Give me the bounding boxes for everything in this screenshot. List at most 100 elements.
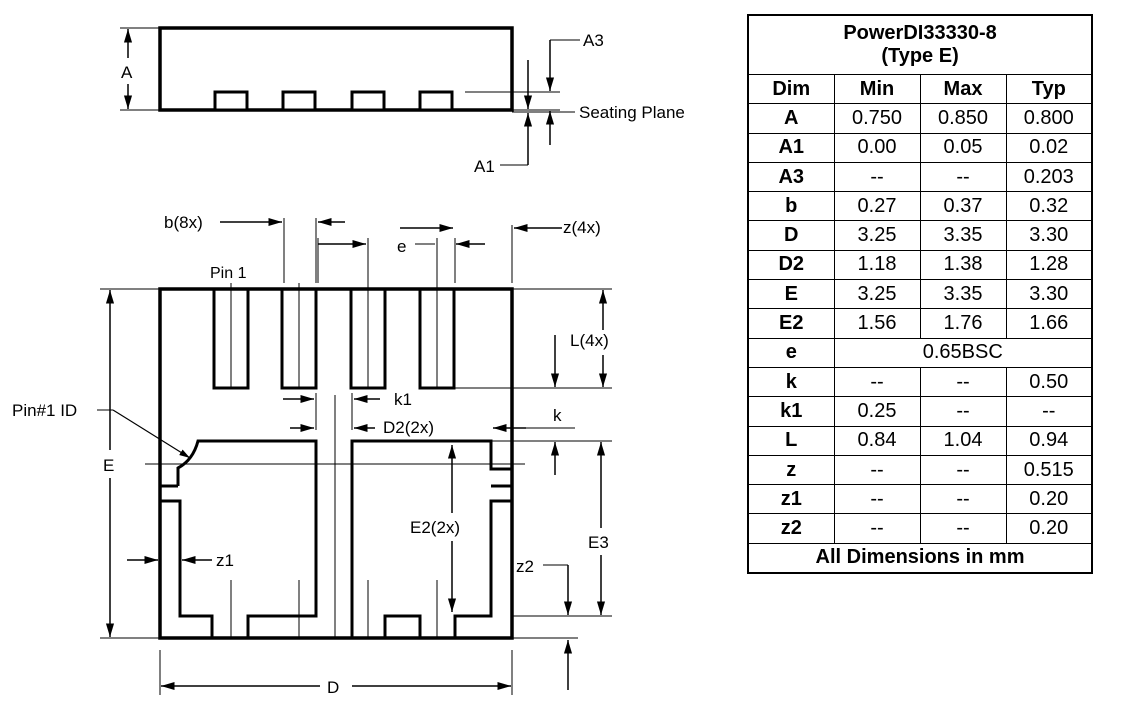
table-cell-value: 0.203: [1005, 161, 1093, 193]
table-cell-dim: E: [747, 279, 835, 310]
table-cell-value: --: [833, 513, 921, 544]
table-cell-value: 0.05: [919, 132, 1007, 163]
table-cell-value: 1.56: [833, 308, 921, 339]
table-cell-value: 0.800: [1005, 103, 1093, 134]
table-cell-value: 0.50: [1005, 366, 1093, 398]
table-cell-value: --: [833, 454, 921, 486]
label-A3: A3: [583, 31, 604, 50]
table-cell-dim: k: [747, 366, 835, 398]
table-cell-dim: A: [747, 103, 835, 134]
side-view: A A3 A1 Seating Plane: [120, 26, 685, 176]
table-cell-value: --: [833, 161, 921, 193]
table-row: z2----0.20: [747, 513, 1093, 544]
label-z2: z2: [516, 557, 534, 576]
table-cell-value: 1.18: [833, 249, 921, 281]
dimension-table: PowerDI33330-8 (Type E) Dim Min Max Typ …: [747, 14, 1094, 575]
label-A1: A1: [474, 157, 495, 176]
table-title: PowerDI33330-8 (Type E): [747, 14, 1093, 75]
table-footer-row: All Dimensions in mm: [747, 542, 1093, 574]
label-E22x: E2(2x): [410, 518, 460, 537]
label-seating-plane: Seating Plane: [579, 103, 685, 122]
table-header-row: Dim Min Max Typ: [747, 73, 1093, 105]
table-cell-dim: A1: [747, 132, 835, 163]
table-cell-value: 0.20: [1005, 484, 1093, 515]
table-cell-value: 0.37: [919, 191, 1007, 222]
table-cell-value: 1.28: [1005, 249, 1093, 281]
side-body: [158, 26, 514, 112]
side-lead: [350, 90, 386, 112]
table-cell-value: 3.25: [833, 220, 921, 251]
table-cell-value: --: [833, 484, 921, 515]
table-cell-value: 0.850: [919, 103, 1007, 134]
table-title-line2: (Type E): [881, 45, 959, 67]
label-E: E: [103, 456, 114, 475]
table-cell-value: 3.35: [919, 220, 1007, 251]
table-cell-value: --: [919, 484, 1007, 515]
table-cell-value: --: [919, 396, 1007, 427]
label-A: A: [121, 63, 133, 82]
table-cell-dim: D: [747, 220, 835, 251]
table-cell-value: 0.515: [1005, 454, 1093, 486]
table-cell-value: 0.94: [1005, 425, 1093, 456]
table-title-line1: PowerDI33330-8: [843, 22, 997, 44]
table-cell-value: 0.02: [1005, 132, 1093, 163]
top-leads: [212, 289, 456, 390]
table-cell-dim: z2: [747, 513, 835, 544]
label-E3: E3: [588, 533, 609, 552]
table-cell-value: --: [919, 366, 1007, 398]
label-pin1: Pin 1: [210, 265, 247, 282]
dimension-table-container: PowerDI33330-8 (Type E) Dim Min Max Typ …: [747, 14, 1094, 575]
table-cell-value: --: [833, 366, 921, 398]
table-cell-value: 0.84: [833, 425, 921, 456]
table-cell-value: 0.65BSC: [833, 337, 1093, 368]
table-cell-value: 0.32: [1005, 191, 1093, 222]
table-cell-dim: z1: [747, 484, 835, 515]
table-cell-dim: e: [747, 337, 835, 368]
table-cell-value: 0.27: [833, 191, 921, 222]
table-cell-dim: z: [747, 454, 835, 486]
table-row: k----0.50: [747, 366, 1093, 398]
side-lead: [418, 90, 454, 112]
table-cell-value: 3.35: [919, 279, 1007, 310]
label-z1: z1: [216, 551, 234, 570]
table-footer: All Dimensions in mm: [747, 542, 1093, 574]
table-cell-value: 0.00: [833, 132, 921, 163]
label-e: e: [397, 237, 406, 256]
table-cell-dim: L: [747, 425, 835, 456]
label-k: k: [553, 406, 562, 425]
table-cell-dim: k1: [747, 396, 835, 427]
table-cell-value: 1.38: [919, 249, 1007, 281]
header-dim: Dim: [747, 73, 835, 105]
side-lead: [213, 90, 249, 112]
left-exposed-pad: [160, 439, 318, 638]
label-D: D: [327, 678, 339, 697]
table-cell-value: 1.66: [1005, 308, 1093, 339]
table-cell-dim: b: [747, 191, 835, 222]
header-max: Max: [919, 73, 1007, 105]
table-cell-value: 3.30: [1005, 220, 1093, 251]
label-b8x: b(8x): [164, 213, 203, 232]
table-cell-value: --: [919, 454, 1007, 486]
table-row: z----0.515: [747, 454, 1093, 486]
label-k1: k1: [394, 390, 412, 409]
table-row: A3----0.203: [747, 161, 1093, 193]
table-cell-value: --: [919, 161, 1007, 193]
label-pin1-id: Pin#1 ID: [12, 401, 77, 420]
table-cell-value: --: [1005, 396, 1093, 427]
label-L4x: L(4x): [570, 331, 609, 350]
label-z4x: z(4x): [563, 218, 601, 237]
header-typ: Typ: [1005, 73, 1093, 105]
table-cell-value: 1.76: [919, 308, 1007, 339]
table-title-row: PowerDI33330-8 (Type E): [747, 14, 1093, 75]
table-cell-value: 0.25: [833, 396, 921, 427]
table-cell-value: 0.750: [833, 103, 921, 134]
